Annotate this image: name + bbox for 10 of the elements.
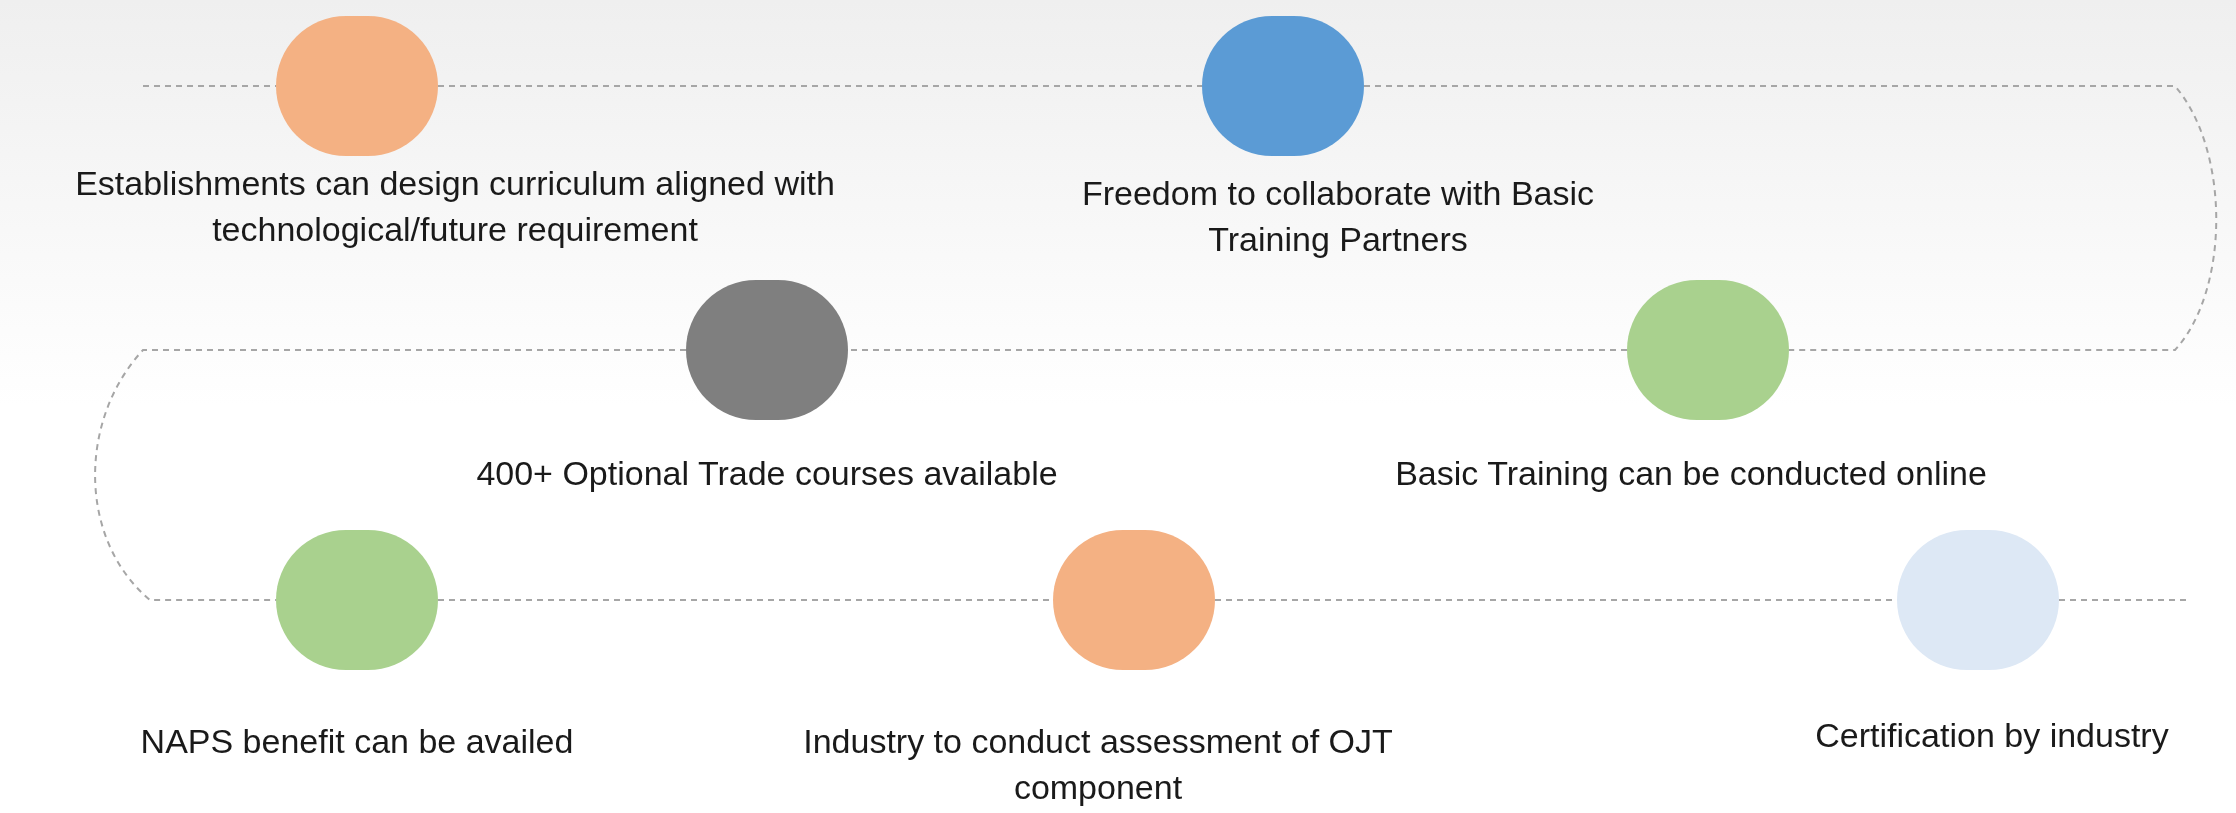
- caption-text: 400+ Optional Trade courses available: [475, 453, 1059, 494]
- caption-text: Industry to conduct assessment of OJT component: [802, 721, 1394, 808]
- caption-text: Basic Training can be conducted online: [1394, 453, 1988, 494]
- caption-text: Freedom to collaborate with Basic Training Partners: [1080, 173, 1596, 260]
- dashed-connector: [1363, 85, 2218, 351]
- caption-text: NAPS benefit can be availed: [139, 721, 575, 762]
- caption-text: Certification by industry: [1814, 715, 2170, 756]
- caption-text: Establishments can design curriculum aligned with technological/future requirement: [74, 163, 836, 250]
- dashed-connector: [437, 85, 1203, 87]
- dashed-connector: [94, 349, 687, 601]
